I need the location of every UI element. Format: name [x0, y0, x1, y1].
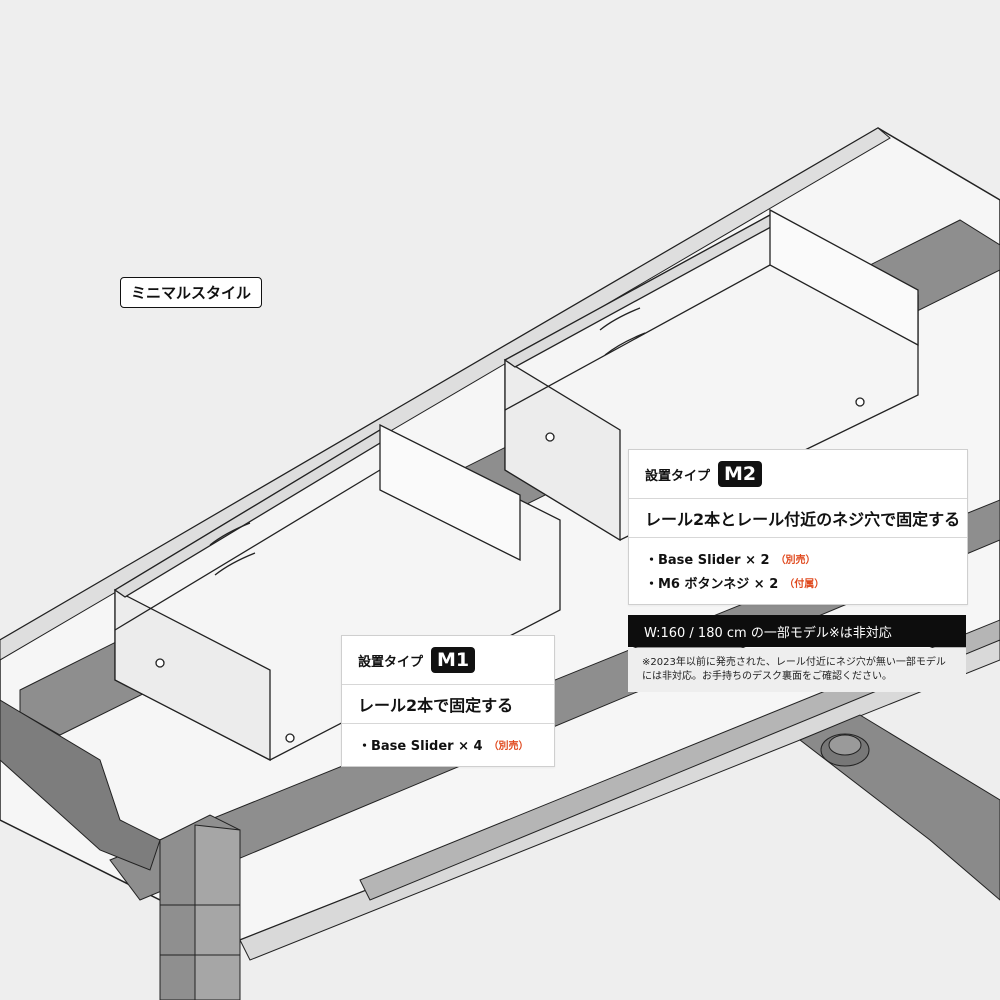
part-name: ・M6 ボタンネジ × 2	[645, 576, 779, 592]
install-method-title: レール2本で固定する	[342, 685, 554, 724]
parts-list-item: ・Base Slider × 2 （別売）	[645, 546, 951, 570]
parts-list-item: ・M6 ボタンネジ × 2 （付属）	[645, 570, 951, 594]
install-type-header: 設置タイプ M1	[342, 636, 554, 685]
install-type-m2-card: 設置タイプ M2 レール2本とレール付近のネジ穴で固定する ・Base Slid…	[628, 449, 968, 605]
install-type-badge: M2	[718, 461, 763, 487]
install-type-badge: M1	[431, 647, 476, 673]
part-note: （別売）	[488, 740, 529, 752]
parts-list-item: ・Base Slider × 4 （別売）	[358, 732, 538, 756]
tray-m1	[113, 423, 561, 762]
part-name: ・Base Slider × 2	[645, 552, 770, 568]
part-note: （付属）	[784, 578, 825, 590]
install-type-m1-card: 設置タイプ M1 レール2本で固定する ・Base Slider × 4 （別売…	[341, 635, 555, 767]
foot-caster	[820, 733, 870, 767]
parts-list: ・Base Slider × 4 （別売）	[342, 724, 554, 766]
install-type-header: 設置タイプ M2	[629, 450, 967, 499]
desk-leg	[159, 814, 241, 1000]
compatibility-notice: W:160 / 180 cm の一部モデル※は非対応	[628, 615, 966, 647]
part-name: ・Base Slider × 4	[358, 738, 483, 754]
install-type-label: 設置タイプ	[358, 654, 424, 670]
tray-m2	[503, 208, 919, 542]
style-label: ミニマルスタイル	[120, 277, 263, 308]
compatibility-footnote: ※2023年以前に発売された、レール付近にネジ穴が無い一部モデルには非対応。お手…	[628, 648, 966, 692]
part-note: （別売）	[775, 554, 816, 566]
install-method-title: レール2本とレール付近のネジ穴で固定する	[629, 499, 967, 538]
parts-list: ・Base Slider × 2 （別売） ・M6 ボタンネジ × 2 （付属）	[629, 538, 967, 604]
install-type-label: 設置タイプ	[645, 468, 711, 484]
